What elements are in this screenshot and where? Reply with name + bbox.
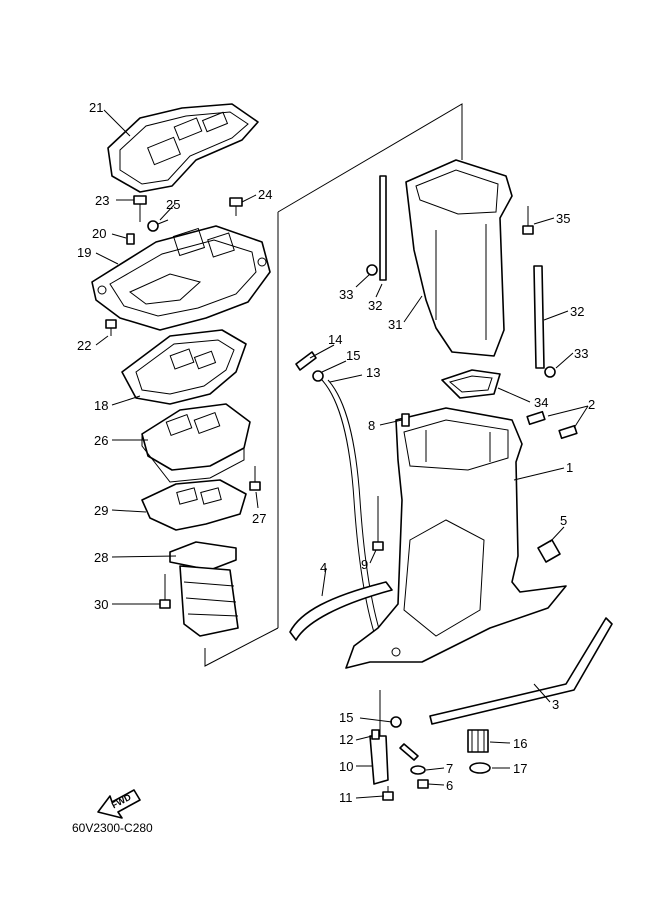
cap-5-part: [537, 539, 561, 563]
callout-25: 25: [166, 197, 180, 212]
clip-17-part: [469, 762, 491, 774]
water-tube-13-part: [321, 379, 385, 661]
seal-32-left-part: [379, 175, 387, 281]
callout-6: 6: [446, 778, 453, 793]
seal-32-right-part: [533, 265, 545, 369]
callout-4: 4: [320, 560, 327, 575]
callout-15-top: 15: [346, 348, 360, 363]
dowel-12-part: [371, 729, 380, 740]
water-pipe-10-part: [369, 690, 389, 785]
dowel-20-part: [126, 233, 135, 245]
callout-34: 34: [534, 395, 548, 410]
callout-23: 23: [95, 193, 109, 208]
exhaust-guide-part: [91, 225, 271, 331]
callout-31: 31: [388, 317, 402, 332]
callout-35: 35: [556, 211, 570, 226]
bolt-30-part: [159, 574, 171, 609]
assembly-boundary-bottom: [204, 627, 279, 667]
callout-32-right: 32: [570, 304, 584, 319]
upper-case-part: [345, 407, 567, 669]
callout-8: 8: [368, 418, 375, 433]
filter-16-part: [467, 729, 489, 753]
callout-28: 28: [94, 550, 108, 565]
hose-fitting-part: [399, 743, 419, 761]
gasket-18-part: [121, 329, 247, 405]
callout-7: 7: [446, 761, 453, 776]
callout-26: 26: [94, 433, 108, 448]
callout-9: 9: [361, 557, 368, 572]
nut-33-right-part: [544, 366, 556, 378]
seal-34-part: [441, 369, 501, 399]
callout-17: 17: [513, 761, 527, 776]
seal-strip-4-part: [289, 581, 393, 641]
document-id: 60V2300-C280: [72, 821, 153, 835]
callout-29: 29: [94, 503, 108, 518]
dowel-2-part: [526, 410, 578, 440]
gasket-29-part: [141, 479, 247, 531]
callout-13: 13: [366, 365, 380, 380]
nut-33-left-part: [366, 264, 378, 276]
callout-10: 10: [339, 759, 353, 774]
callout-20: 20: [92, 226, 106, 241]
grommet-15-top-part: [312, 370, 324, 382]
bolt-11-part: [382, 786, 394, 801]
callout-18: 18: [94, 398, 108, 413]
bolt-6-part: [417, 779, 429, 789]
callout-1: 1: [566, 460, 573, 475]
callout-19: 19: [77, 245, 91, 260]
callout-27: 27: [252, 511, 266, 526]
fwd-arrow-icon: FWD: [97, 789, 141, 819]
callout-21: 21: [89, 100, 103, 115]
leader-lines: [95, 109, 589, 799]
assembly-boundary-top: [277, 103, 463, 213]
callout-2: 2: [588, 397, 595, 412]
bolt-9-part: [372, 496, 384, 551]
callout-14: 14: [328, 332, 342, 347]
reed-valve-part: [169, 541, 239, 637]
callout-12: 12: [339, 732, 353, 747]
callout-15-bottom: 15: [339, 710, 353, 725]
bolt-24-part: [229, 197, 243, 216]
callout-22: 22: [77, 338, 91, 353]
rubber-strip-3-part: [429, 617, 613, 725]
grommet-15-bottom-part: [390, 716, 402, 728]
exhaust-manifold-part: [405, 159, 513, 357]
callout-30: 30: [94, 597, 108, 612]
bolt-22-part: [105, 319, 117, 336]
plate-26-part: [141, 403, 251, 483]
callout-24: 24: [258, 187, 272, 202]
washer-7-part: [410, 765, 426, 775]
callout-33-left: 33: [339, 287, 353, 302]
dowel-8-part: [401, 413, 410, 427]
top-gasket-part: [107, 103, 259, 193]
callout-16: 16: [513, 736, 527, 751]
callout-32-left: 32: [368, 298, 382, 313]
callout-11: 11: [339, 790, 353, 805]
screw-14-part: [295, 351, 317, 371]
callout-3: 3: [552, 697, 559, 712]
callout-5: 5: [560, 513, 567, 528]
callout-33-right: 33: [574, 346, 588, 361]
fitting-25-part: [147, 219, 169, 232]
bolt-27-part: [249, 466, 261, 491]
bolt-35-part: [522, 206, 534, 235]
bolt-23-part: [133, 195, 147, 222]
